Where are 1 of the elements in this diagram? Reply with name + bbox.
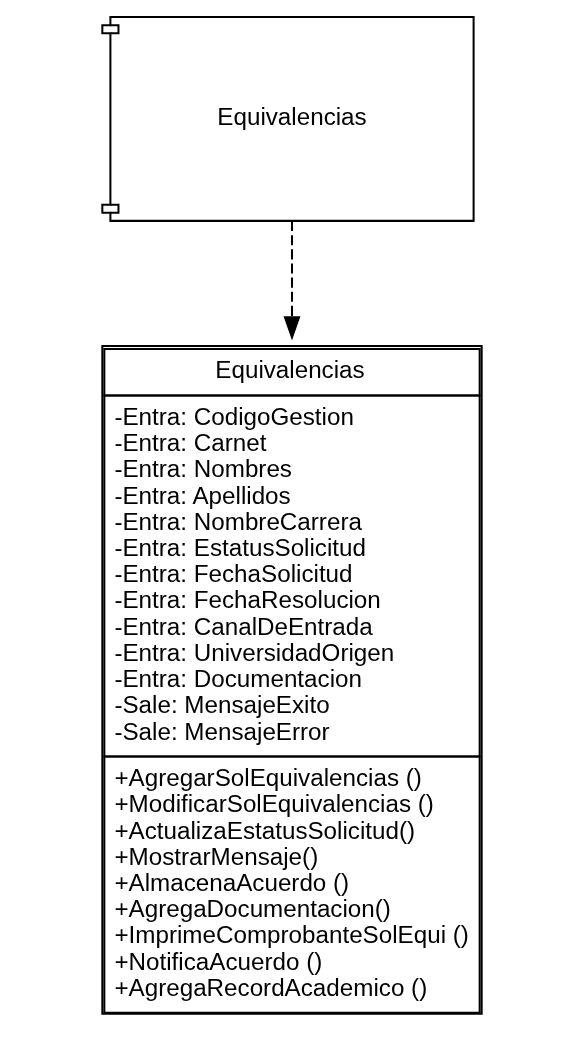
arrow: [283, 220, 300, 340]
